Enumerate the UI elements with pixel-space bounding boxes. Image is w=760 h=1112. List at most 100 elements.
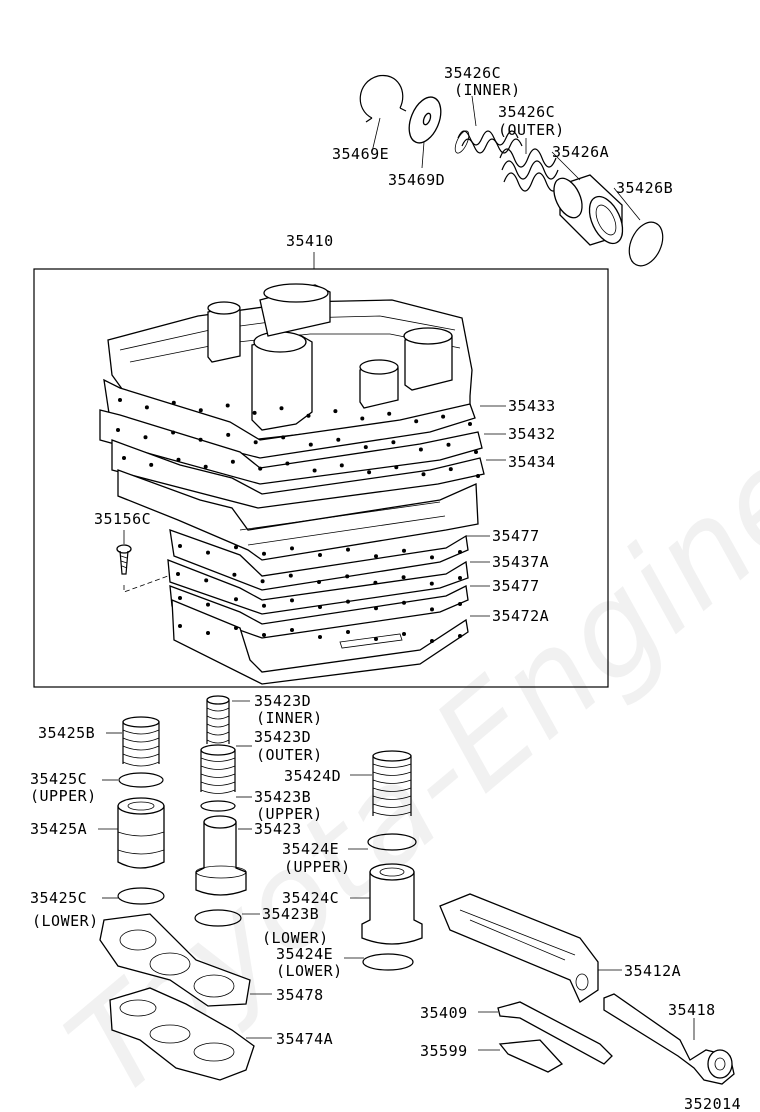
bolt-hole [458, 634, 462, 638]
bolt-hole [318, 605, 322, 609]
bolt-hole [252, 410, 257, 415]
bolt-hole [206, 550, 210, 555]
label-35426C-outer-note: (OUTER) [498, 121, 565, 139]
label-35426C-outer: 35426C [498, 103, 556, 121]
label-35423B-upper-note: (UPPER) [256, 805, 323, 823]
bolt-hole [308, 442, 313, 447]
bolt-hole [318, 635, 322, 639]
bolt-hole [387, 411, 392, 416]
label-35423B-lower: 35423B [262, 905, 320, 923]
bolt-hole [260, 579, 265, 584]
bolt-hole [339, 463, 344, 468]
bolt-hole [206, 602, 210, 607]
bolt-hole [336, 437, 341, 442]
bolt-hole [373, 580, 378, 585]
label-35477-lower: 35477 [492, 577, 540, 595]
label-35599: 35599 [420, 1042, 468, 1060]
bolt-hole [253, 440, 258, 445]
plate-35437A [167, 559, 469, 615]
bolt-hole [418, 447, 423, 452]
label-35425C-upper-note: (UPPER) [30, 787, 97, 805]
bolt-hole [234, 597, 238, 602]
bolt-hole [468, 422, 472, 426]
bolt-hole [402, 548, 406, 553]
bolt-hole [258, 466, 263, 471]
bolt-hole [232, 572, 237, 577]
bolt-hole [281, 435, 286, 440]
bolt-hole [206, 631, 210, 635]
label-35423D-inner-note: (INNER) [256, 709, 323, 727]
bolt-hole [391, 440, 396, 445]
bolt-hole [290, 598, 294, 603]
assembly-frame [33, 268, 609, 688]
bolt-hole [401, 575, 406, 580]
label-35426C-inner: 35426C [444, 64, 502, 82]
label-35424E-lower-note: (LOWER) [276, 962, 343, 980]
label-35425A: 35425A [30, 820, 88, 838]
bolt-hole [279, 406, 284, 411]
spring-35426C-inner [454, 130, 523, 154]
bolt-hole [122, 456, 126, 460]
bolt-hole [290, 546, 294, 551]
bolt-hole [367, 470, 372, 475]
bolt-hole [430, 555, 434, 560]
o-ring-35425C-upper [118, 772, 164, 788]
label-35425C-lower: 35425C [30, 889, 88, 907]
label-35425B: 35425B [38, 724, 96, 742]
bolt-hole [262, 551, 266, 556]
bolt-hole [176, 572, 180, 576]
washer-35469D [408, 96, 442, 144]
bolt-hole [474, 450, 478, 454]
bolt-hole [290, 628, 294, 632]
bolt-hole [458, 550, 462, 554]
label-35432: 35432 [508, 425, 556, 443]
label-35423D-inner: 35423D [254, 692, 312, 710]
label-35423B-lower-note: (LOWER) [262, 929, 329, 947]
bolt-hole [429, 581, 434, 586]
bolt-hole [176, 457, 181, 462]
bolt-hole [430, 607, 434, 612]
bolt-hole [346, 547, 350, 552]
o-ring-35423B-lower [194, 909, 242, 927]
bolt-hole [312, 468, 317, 473]
bolt-hole [234, 545, 238, 550]
bolt-hole [288, 573, 293, 578]
bolt-hole [374, 637, 378, 641]
piston-35424C [361, 863, 423, 945]
o-ring-35424E-lower [362, 953, 414, 971]
snap-ring-35469E [359, 74, 407, 123]
label-35424E-upper-note: (UPPER) [284, 858, 351, 876]
bolt-hole [143, 435, 148, 440]
valve-body-35412A [439, 893, 622, 1003]
bolt-hole [402, 632, 406, 636]
label-35433: 35433 [508, 397, 556, 415]
label-35418: 35418 [668, 1001, 716, 1019]
label-35412A: 35412A [624, 962, 682, 980]
solenoids [207, 283, 453, 431]
o-ring-35425C-lower [117, 887, 165, 905]
label-35423D-outer: 35423D [254, 728, 312, 746]
bolt-hole [285, 461, 290, 466]
bolt-holes [116, 398, 480, 643]
bolt-hole [262, 633, 266, 637]
bolt-hole [149, 462, 154, 467]
piston-35425A [117, 797, 165, 869]
label-35472A: 35472A [492, 607, 550, 625]
label-35423D-outer-note: (OUTER) [256, 746, 323, 764]
bolt-hole [345, 574, 350, 579]
bolt-hole [116, 428, 120, 432]
bolt-hole [178, 624, 182, 628]
bolt-hole [430, 639, 434, 643]
label-35423: 35423 [254, 820, 302, 838]
label-assembly-35410: 35410 [286, 232, 334, 250]
bolt-hole [262, 603, 266, 608]
label-35478: 35478 [276, 986, 324, 1004]
piston-35426A [553, 174, 624, 246]
spring-35423D-outer [200, 744, 236, 794]
bolt-hole [374, 554, 378, 559]
label-35424E-upper: 35424E [282, 840, 340, 858]
o-ring-35426B [628, 221, 664, 267]
plate-35477-upper [169, 529, 469, 591]
